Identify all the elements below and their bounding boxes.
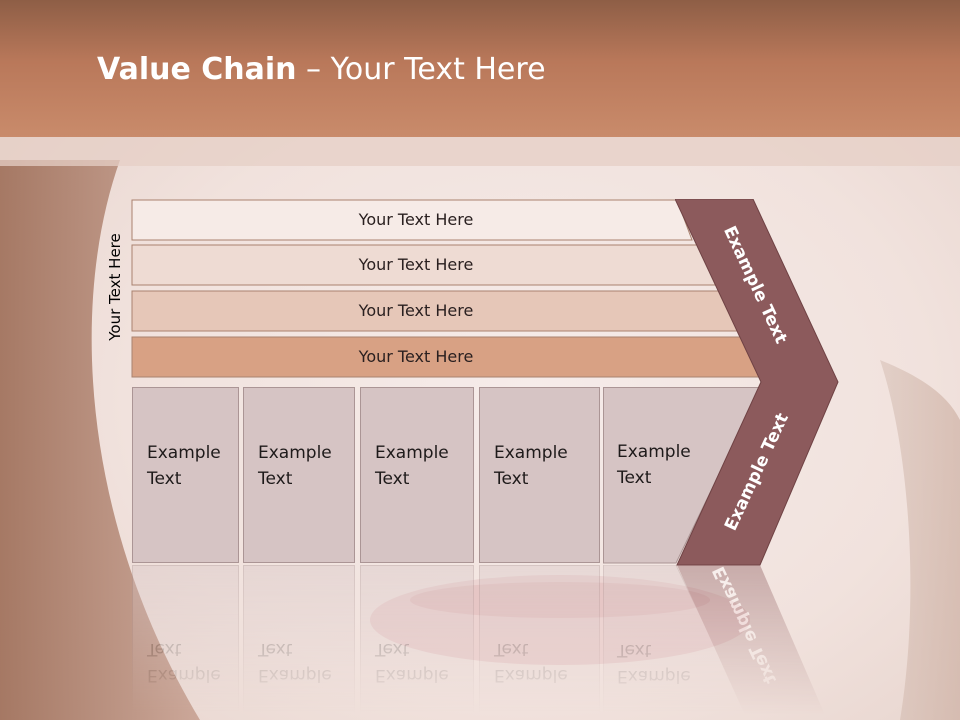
reflection-card-4-line2: Text <box>494 639 529 659</box>
reflection-card-1-line1: Example <box>147 665 221 685</box>
title-bold: Value Chain <box>97 52 297 87</box>
card-3-line1: Example <box>375 443 449 463</box>
reflection-card-4-text: Example Text <box>494 636 568 688</box>
card-2-line2: Text <box>258 469 293 489</box>
reflection-card-4-line1: Example <box>494 665 568 685</box>
reflection-card-1-text: Example Text <box>147 636 221 688</box>
reflection-card-3-line2: Text <box>375 639 410 659</box>
row-1-label: Your Text Here <box>358 210 474 229</box>
card-4-line1: Example <box>494 443 568 463</box>
header-band <box>0 137 960 166</box>
reflection-card-2-text: Example Text <box>258 636 332 688</box>
row-2-label: Your Text Here <box>358 255 474 274</box>
reflection-card-2-line1: Example <box>258 665 332 685</box>
reflection-card-1: Example Text <box>132 565 239 715</box>
reflection: Example Text Example Text Example Text Exam… <box>0 563 960 715</box>
reflection-card-1-line2: Text <box>147 639 182 659</box>
row-3-label: Your Text Here <box>358 301 474 320</box>
reflection-card-3-text: Example Text <box>375 636 449 688</box>
row-4-label: Your Text Here <box>358 347 474 366</box>
reflection-card-3: Example Text <box>360 565 474 715</box>
card-5-line2: Text <box>617 468 652 488</box>
reflection-card-5-line2: Text <box>617 640 652 660</box>
reflection-card-5-shape <box>603 565 749 715</box>
card-1-line2: Text <box>147 469 182 489</box>
slide-title: Value Chain – Your Text Here <box>97 52 546 87</box>
reflection-card-3-line1: Example <box>375 665 449 685</box>
side-label: Your Text Here <box>106 233 124 341</box>
card-4-line2: Text <box>494 469 529 489</box>
card-5-shape <box>603 387 762 564</box>
row-1-shape <box>131 199 693 241</box>
card-2-line1: Example <box>258 443 332 463</box>
reflection-card-4: Example Text <box>479 565 600 715</box>
card-1-line1: Example <box>147 443 221 463</box>
reflection-card-2-line2: Text <box>258 639 293 659</box>
card-5-line1: Example <box>617 442 691 462</box>
card-3-line2: Text <box>375 469 410 489</box>
reflection-card-2: Example Text <box>243 565 355 715</box>
reflection-chevron <box>677 565 825 715</box>
value-chevron <box>675 199 839 566</box>
header-bar <box>0 0 960 137</box>
title-rest: – Your Text Here <box>296 52 546 87</box>
